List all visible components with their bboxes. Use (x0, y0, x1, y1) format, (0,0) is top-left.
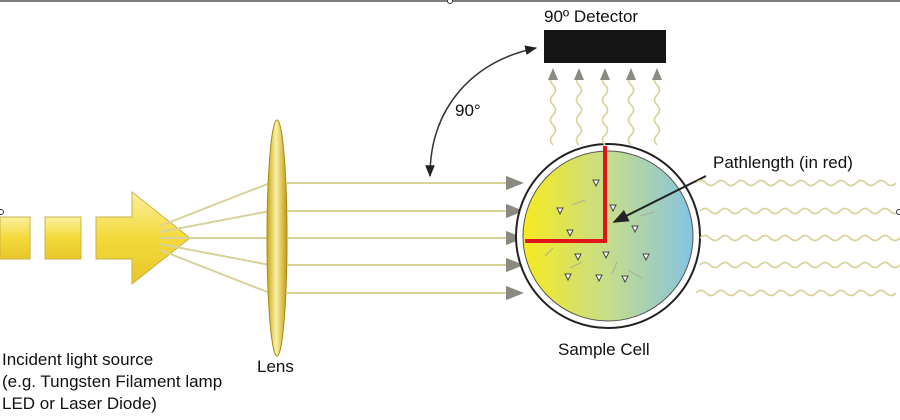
parallel-beams (287, 175, 524, 301)
transmitted-wavy-lines (695, 179, 900, 297)
source-label-line3: LED or Laser Diode) (2, 394, 157, 413)
border-dot-left (447, 0, 453, 4)
scatter-streaks (544, 199, 655, 279)
angle-label: 90° (455, 101, 481, 120)
source-label-line2: (e.g. Tungsten Filament lamp (2, 372, 222, 391)
converging-rays (159, 182, 271, 294)
edge-dot-right (896, 209, 900, 215)
convex-lens-icon (266, 119, 288, 357)
sample-cell-label: Sample Cell (558, 340, 650, 359)
detector-block-icon (544, 30, 666, 63)
sample-cell (515, 143, 701, 329)
detector-arrowheads (548, 68, 662, 80)
scattered-rays-to-detector (549, 74, 661, 146)
light-source-arrow-icon (0, 190, 191, 286)
ninety-degree-arc (425, 45, 538, 178)
pathlength-marker (525, 146, 607, 243)
source-label-line1: Incident light source (2, 350, 153, 369)
detector-label: 90º Detector (544, 7, 638, 26)
edge-dot-left (0, 209, 4, 215)
pathlength-pointer-arrow (612, 175, 707, 223)
particle-triangle-icon (556, 179, 650, 284)
lens-label: Lens (257, 357, 294, 376)
pathlength-label: Pathlength (in red) (713, 153, 853, 172)
